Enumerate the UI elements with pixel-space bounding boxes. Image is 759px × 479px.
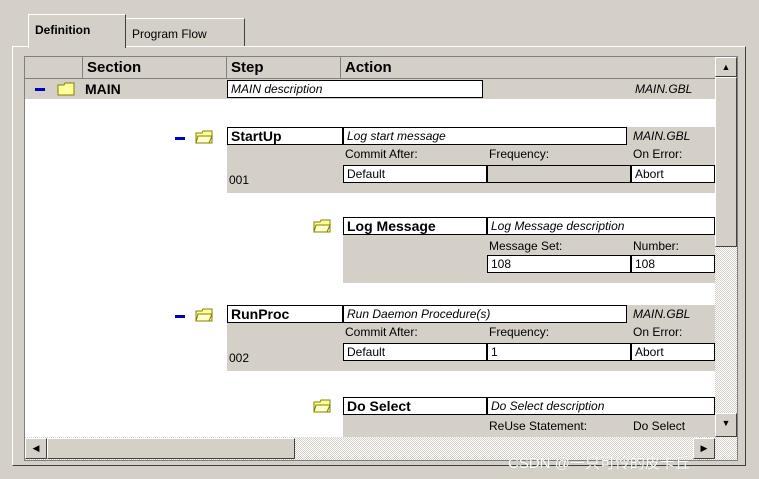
startup-step-number: 001 xyxy=(229,173,250,187)
open-folder-icon xyxy=(195,130,213,144)
logmessage-set-label: Message Set: xyxy=(489,239,563,253)
main-section-name[interactable]: MAIN xyxy=(85,81,121,97)
open-folder-icon xyxy=(195,308,213,322)
runproc-commit-label: Commit After: xyxy=(345,325,418,339)
header-section[interactable]: Section xyxy=(83,57,227,79)
header-step[interactable]: Step xyxy=(227,57,341,79)
horizontal-scroll-thumb[interactable] xyxy=(47,438,295,459)
logmessage-number-field[interactable]: 108 xyxy=(631,255,715,273)
tab-definition[interactable]: Definition xyxy=(28,14,126,48)
tab-program-flow[interactable]: Program Flow xyxy=(125,18,245,46)
folder-icon xyxy=(57,82,75,96)
startup-commit-label: Commit After: xyxy=(345,147,418,161)
watermark: CSDN @一只可怜的皮卡丘 xyxy=(508,455,690,472)
startup-file: MAIN.GBL xyxy=(633,129,691,143)
logmessage-description[interactable]: Log Message description xyxy=(487,217,715,235)
runproc-onerror-field[interactable]: Abort xyxy=(631,343,715,361)
header-action[interactable]: Action xyxy=(341,57,715,79)
startup-frequency-field[interactable] xyxy=(487,165,631,183)
runproc-commit-field[interactable]: Default xyxy=(343,343,487,361)
vertical-scroll-thumb[interactable] xyxy=(715,77,737,247)
runproc-file: MAIN.GBL xyxy=(633,307,691,321)
scroll-up-icon[interactable]: ▲ xyxy=(715,57,737,77)
logmessage-step-name[interactable]: Log Message xyxy=(343,217,487,235)
open-folder-icon xyxy=(313,219,331,233)
main-file: MAIN.GBL xyxy=(635,82,693,96)
runproc-frequency-label: Frequency: xyxy=(489,325,550,339)
collapse-icon[interactable] xyxy=(173,309,187,323)
header-blank xyxy=(25,57,83,79)
startup-frequency-label: Frequency: xyxy=(489,147,550,161)
doselect-description[interactable]: Do Select description xyxy=(487,397,715,415)
startup-step-name[interactable]: StartUp xyxy=(227,127,343,145)
startup-description[interactable]: Log start message xyxy=(343,127,627,145)
doselect-reuse-value: Do Select xyxy=(633,419,686,433)
logmessage-set-field[interactable]: 108 xyxy=(487,255,631,273)
runproc-description[interactable]: Run Daemon Procedure(s) xyxy=(343,305,627,323)
scroll-right-icon[interactable]: ▶ xyxy=(693,438,715,459)
scroll-down-icon[interactable]: ▼ xyxy=(715,413,737,437)
grid-header: Section Step Action xyxy=(25,57,715,79)
startup-commit-field[interactable]: Default xyxy=(343,165,487,183)
open-folder-icon xyxy=(313,399,331,413)
scroll-left-icon[interactable]: ◀ xyxy=(25,438,47,459)
doselect-step-name[interactable]: Do Select xyxy=(343,397,487,415)
logmessage-number-label: Number: xyxy=(633,239,680,253)
runproc-frequency-field[interactable]: 1 xyxy=(487,343,631,361)
main-description[interactable]: MAIN description xyxy=(227,80,483,98)
horizontal-scrollbar[interactable]: ◀ ▶ xyxy=(25,437,737,460)
startup-onerror-label: On Error: xyxy=(633,147,683,161)
runproc-step-number: 002 xyxy=(229,351,250,365)
runproc-onerror-label: On Error: xyxy=(633,325,683,339)
collapse-icon[interactable] xyxy=(33,82,47,96)
definition-grid: Section Step Action MAIN MAIN descriptio… xyxy=(24,56,738,461)
collapse-icon[interactable] xyxy=(173,131,187,145)
doselect-reuse-label: ReUse Statement: xyxy=(489,419,588,433)
startup-onerror-field[interactable]: Abort xyxy=(631,165,715,183)
runproc-step-name[interactable]: RunProc xyxy=(227,305,343,323)
vertical-scrollbar[interactable]: ▲ ▼ xyxy=(715,57,737,437)
